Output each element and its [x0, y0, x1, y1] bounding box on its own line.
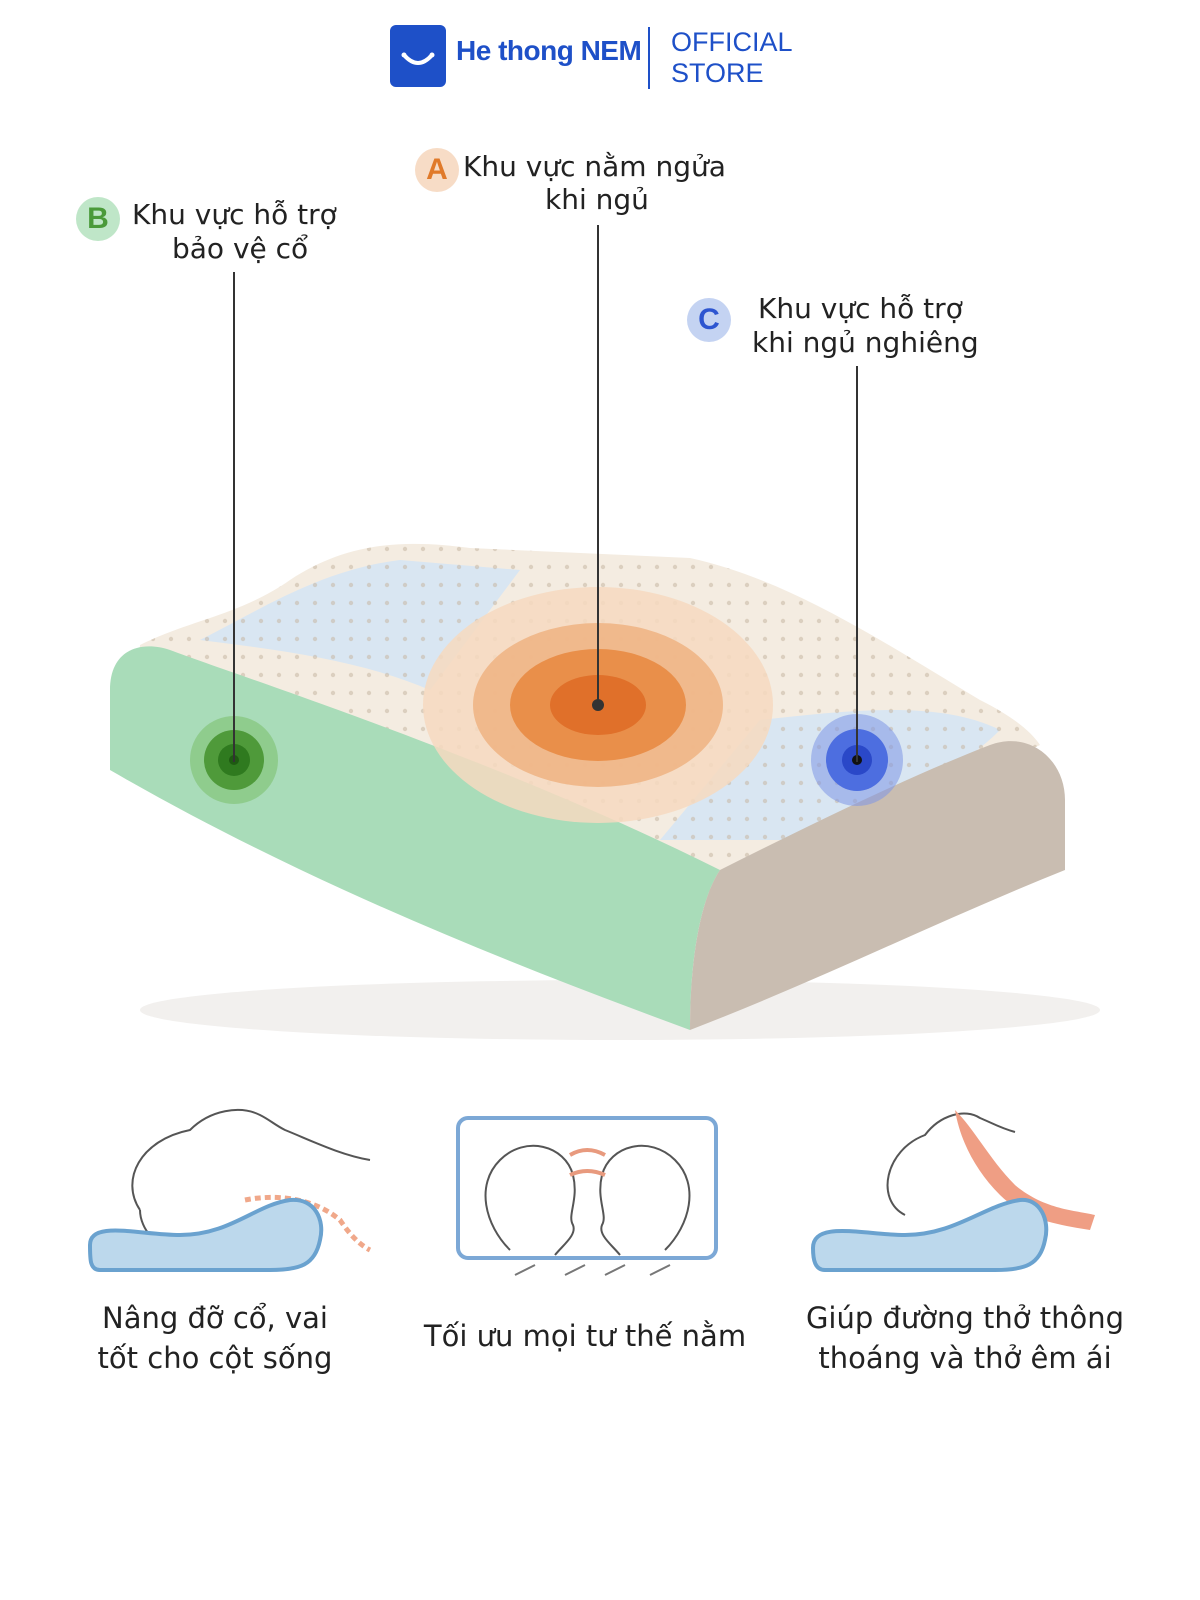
zone-c-badge: C — [687, 298, 731, 342]
feature-positions-caption: Tối ưu mọi tư thế nằm — [410, 1316, 760, 1356]
zone-a-heatmap — [423, 587, 773, 823]
brand-divider — [648, 27, 650, 89]
store-label-line2: STORE — [671, 58, 764, 88]
feature-positions-caption-line1: Tối ưu mọi tư thế nằm — [423, 1319, 747, 1353]
zone-a-label-line1: Khu vực nằm ngửa — [463, 150, 726, 183]
feature-airway-caption: Giúp đường thở thông thoáng và thở êm ái — [800, 1298, 1130, 1378]
feature-neck-caption-line2: tốt cho cột sống — [97, 1341, 333, 1375]
brand-header: He thong NEM OFFICIAL STORE — [390, 25, 810, 89]
brand-name: He thong NEM — [456, 35, 642, 66]
neck-support-icon — [87, 1109, 372, 1272]
zone-b-leader-line — [233, 272, 235, 762]
sleep-positions-icon — [456, 1116, 718, 1276]
smile-logo-icon — [390, 25, 446, 87]
feature-neck-caption-line1: Nâng đỡ cổ, vai — [102, 1301, 328, 1335]
pillow-shadow — [140, 980, 1100, 1040]
feature-airway-caption-line1: Giúp đường thở thông — [805, 1301, 1125, 1335]
zone-b-label-line2: bảo vệ cổ — [172, 232, 309, 265]
zone-a-badge: A — [415, 148, 459, 192]
zone-b-label-line1: Khu vực hỗ trợ — [132, 198, 337, 231]
zone-c-label-line2: khi ngủ nghiêng — [752, 326, 979, 359]
pillow-gray-side — [690, 741, 1065, 1030]
feature-airway-caption-line2: thoáng và thở êm ái — [818, 1341, 1112, 1375]
zone-c-leader-line — [856, 366, 858, 762]
zone-a-leader-line — [597, 225, 599, 705]
pillow-illustration — [110, 543, 1100, 1040]
store-label-line1: OFFICIAL — [671, 27, 793, 57]
airway-icon — [810, 1110, 1095, 1272]
zone-a-label-line2: khi ngủ — [545, 183, 649, 216]
zone-c-label-line1: Khu vực hỗ trợ — [758, 292, 963, 325]
feature-neck-caption: Nâng đỡ cổ, vai tốt cho cột sống — [80, 1298, 350, 1378]
zone-b-badge: B — [76, 197, 120, 241]
